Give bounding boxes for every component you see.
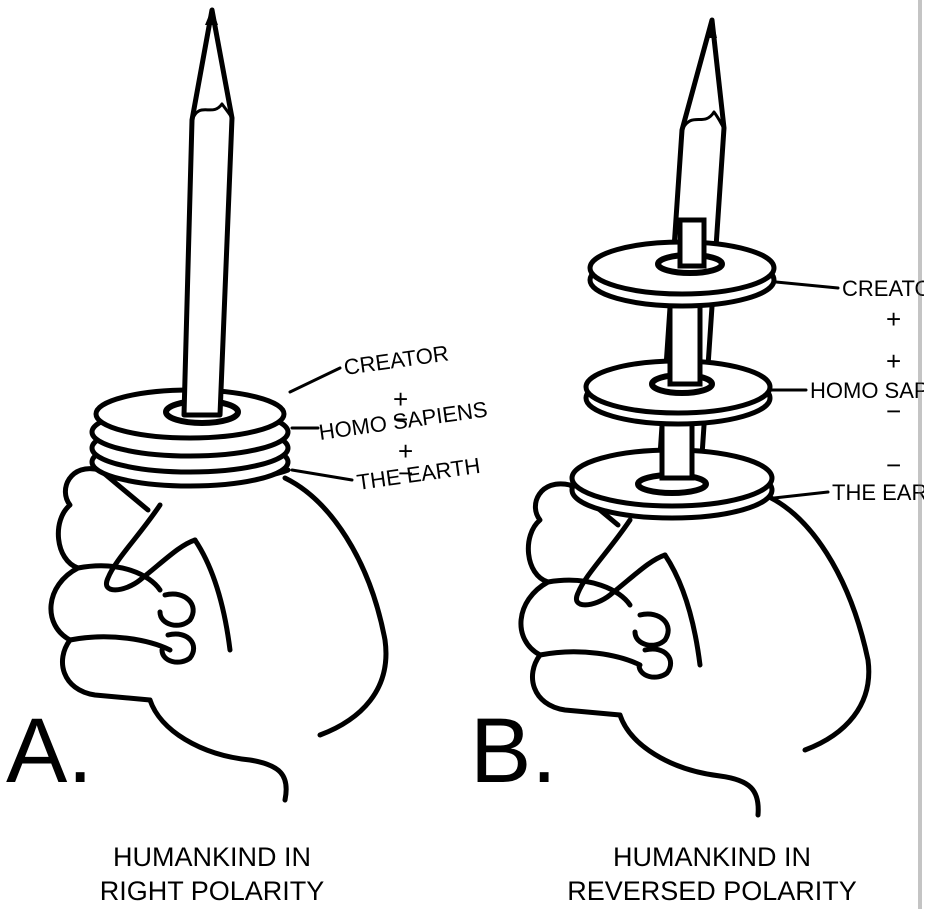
caption-b-line1: HUMANKIND IN xyxy=(613,842,811,872)
panel-letter-a: A. xyxy=(6,700,93,802)
pencil-a xyxy=(184,8,232,415)
sign-homo-minus-b: − xyxy=(886,396,901,426)
caption-a-line1: HUMANKIND IN xyxy=(113,842,311,872)
hand-b-illustration xyxy=(521,484,869,815)
label-homo-sapiens-b: HOMO SAP xyxy=(810,378,929,403)
panel-b: CREATO + + HOMO SAP − − THE EAR B. HUMAN… xyxy=(470,18,932,906)
sign-creator-plus-b: + xyxy=(886,304,901,334)
label-creator-a: CREATOR xyxy=(342,341,450,380)
caption-b-line2: REVERSED POLARITY xyxy=(567,876,857,906)
disc-stack-b xyxy=(572,220,774,518)
panel-letter-b: B. xyxy=(470,700,557,802)
sign-homo-plus-b: + xyxy=(886,346,901,376)
scan-edge-noise xyxy=(918,0,935,909)
label-the-earth-b: THE EAR xyxy=(832,480,927,505)
label-the-earth-a: THE EARTH xyxy=(355,453,482,495)
caption-a-line2: RIGHT POLARITY xyxy=(100,876,325,906)
hand-a-illustration xyxy=(51,466,386,800)
sign-earth-minus-b: − xyxy=(886,450,901,480)
panel-a: CREATOR + − HOMO SAPIENS + − THE EARTH A… xyxy=(6,8,489,906)
